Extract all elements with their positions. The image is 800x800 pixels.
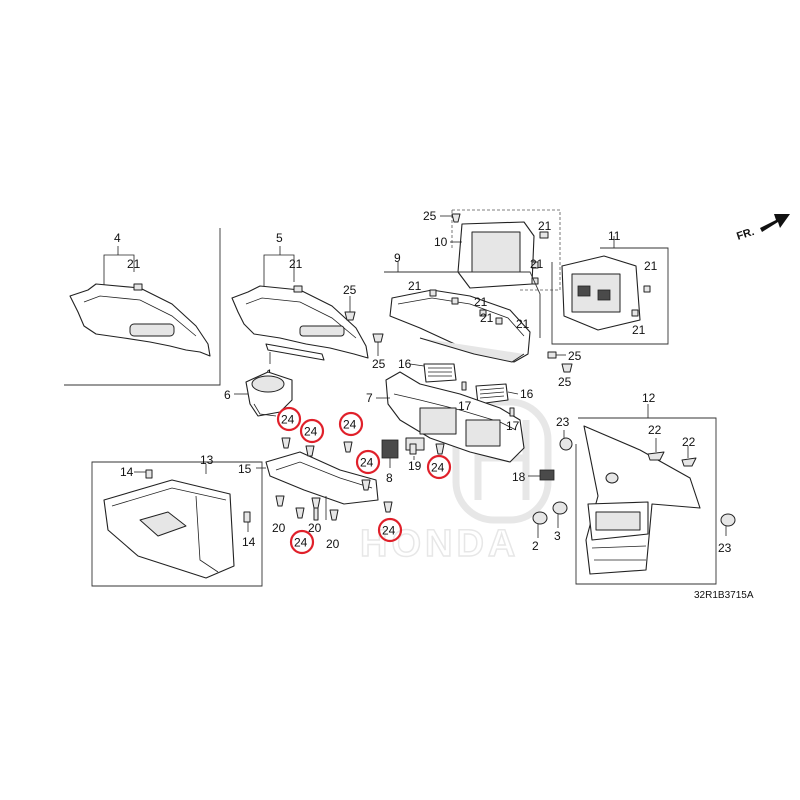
- callout-24: 24: [294, 536, 308, 550]
- watermark-text: HONDA: [360, 523, 519, 565]
- callout-24: 24: [431, 461, 445, 475]
- fr-arrow-icon: [760, 214, 790, 232]
- highlight-24-g: 24: [377, 517, 403, 543]
- callout-4: 4: [114, 231, 121, 245]
- part-16-vent-left: [409, 363, 457, 383]
- callout-12: 12: [642, 391, 656, 405]
- part-24-bolts: [281, 437, 445, 519]
- callout-22: 22: [682, 435, 696, 449]
- callout-21: 21: [474, 295, 488, 309]
- highlight-24-f: 24: [289, 529, 315, 555]
- callout-2: 2: [532, 539, 539, 553]
- part-20-bolt-c: [329, 509, 339, 521]
- part-20-bolt-a: [275, 495, 285, 507]
- part-12-group: [575, 404, 717, 585]
- callout-17: 17: [458, 399, 472, 413]
- part-18-clip: [528, 469, 555, 481]
- callout-25: 25: [372, 357, 386, 371]
- part-5-group: [231, 246, 369, 359]
- callout-25: 25: [423, 209, 437, 223]
- highlight-24-d: 24: [355, 449, 381, 475]
- callout-21: 21: [632, 323, 646, 337]
- part-15-brace: [256, 451, 379, 521]
- callout-25: 25: [568, 349, 582, 363]
- callout-17: 17: [506, 419, 520, 433]
- callout-18: 18: [512, 470, 526, 484]
- part-11-group: [551, 236, 669, 345]
- honda-watermark: HONDA: [359, 398, 552, 566]
- part-9-group: [384, 262, 573, 373]
- part-2-knob: [532, 511, 548, 538]
- callout-25: 25: [343, 283, 357, 297]
- fr-label: FR.: [735, 226, 756, 243]
- callout-6: 6: [224, 388, 231, 402]
- callout-21: 21: [538, 219, 552, 233]
- callout-20: 20: [308, 521, 322, 535]
- callout-24: 24: [343, 418, 357, 432]
- callout-14: 14: [242, 535, 256, 549]
- callout-20: 20: [272, 521, 286, 535]
- callout-19: 19: [408, 459, 422, 473]
- callout-16: 16: [398, 357, 412, 371]
- part-1-bracket: [265, 343, 325, 364]
- reference-code: 32R1B3715A: [694, 590, 754, 601]
- callout-15: 15: [238, 462, 252, 476]
- part-6-cupholder: [234, 371, 293, 417]
- callout-24: 24: [281, 413, 295, 427]
- callout-21: 21: [408, 279, 422, 293]
- callout-20: 20: [326, 537, 340, 551]
- callout-21: 21: [289, 257, 303, 271]
- callout-10: 10: [434, 235, 448, 249]
- part-4-group: [64, 228, 221, 386]
- callout-21: 21: [644, 259, 658, 273]
- callout-24: 24: [382, 524, 396, 538]
- callout-25: 25: [558, 375, 572, 389]
- highlight-24-b: 24: [299, 418, 325, 444]
- callout-24: 24: [360, 456, 374, 470]
- part-23-clip-a: [559, 430, 573, 451]
- part-7-center-frame: [376, 371, 525, 463]
- callout-21: 21: [530, 257, 544, 271]
- part-23-clip-b: [720, 513, 736, 536]
- part-3-knob: [552, 501, 568, 528]
- part-25-clip-a: [344, 296, 356, 321]
- callout-16: 16: [520, 387, 534, 401]
- callout-11: 11: [608, 229, 621, 243]
- callout-24: 24: [304, 425, 318, 439]
- part-10-group: [440, 209, 561, 291]
- highlight-24-c: 24: [338, 411, 364, 437]
- callout-14: 14: [120, 465, 134, 479]
- callout-8: 8: [386, 471, 393, 485]
- callout-23: 23: [718, 541, 732, 555]
- part-13-group: [91, 461, 263, 587]
- callout-23: 23: [556, 415, 570, 429]
- highlight-24-a: 24: [276, 406, 302, 432]
- callout-21: 21: [127, 257, 141, 271]
- callout-3: 3: [554, 529, 561, 543]
- callout-5: 5: [276, 231, 283, 245]
- highlight-24-e: 24: [426, 454, 452, 480]
- callout-21: 21: [480, 311, 494, 325]
- part-19-switch: [405, 437, 425, 460]
- part-20-bolt-b: [311, 497, 321, 509]
- callout-7: 7: [366, 391, 373, 405]
- front-direction-indicator: FR.: [735, 214, 790, 243]
- part-8-switch: [381, 439, 399, 468]
- callout-9: 9: [394, 251, 401, 265]
- part-25-clip-b: [372, 333, 384, 356]
- callout-21: 21: [516, 317, 530, 331]
- part-16-vent-right: [475, 383, 519, 405]
- callout-22: 22: [648, 423, 662, 437]
- callout-13: 13: [200, 453, 214, 467]
